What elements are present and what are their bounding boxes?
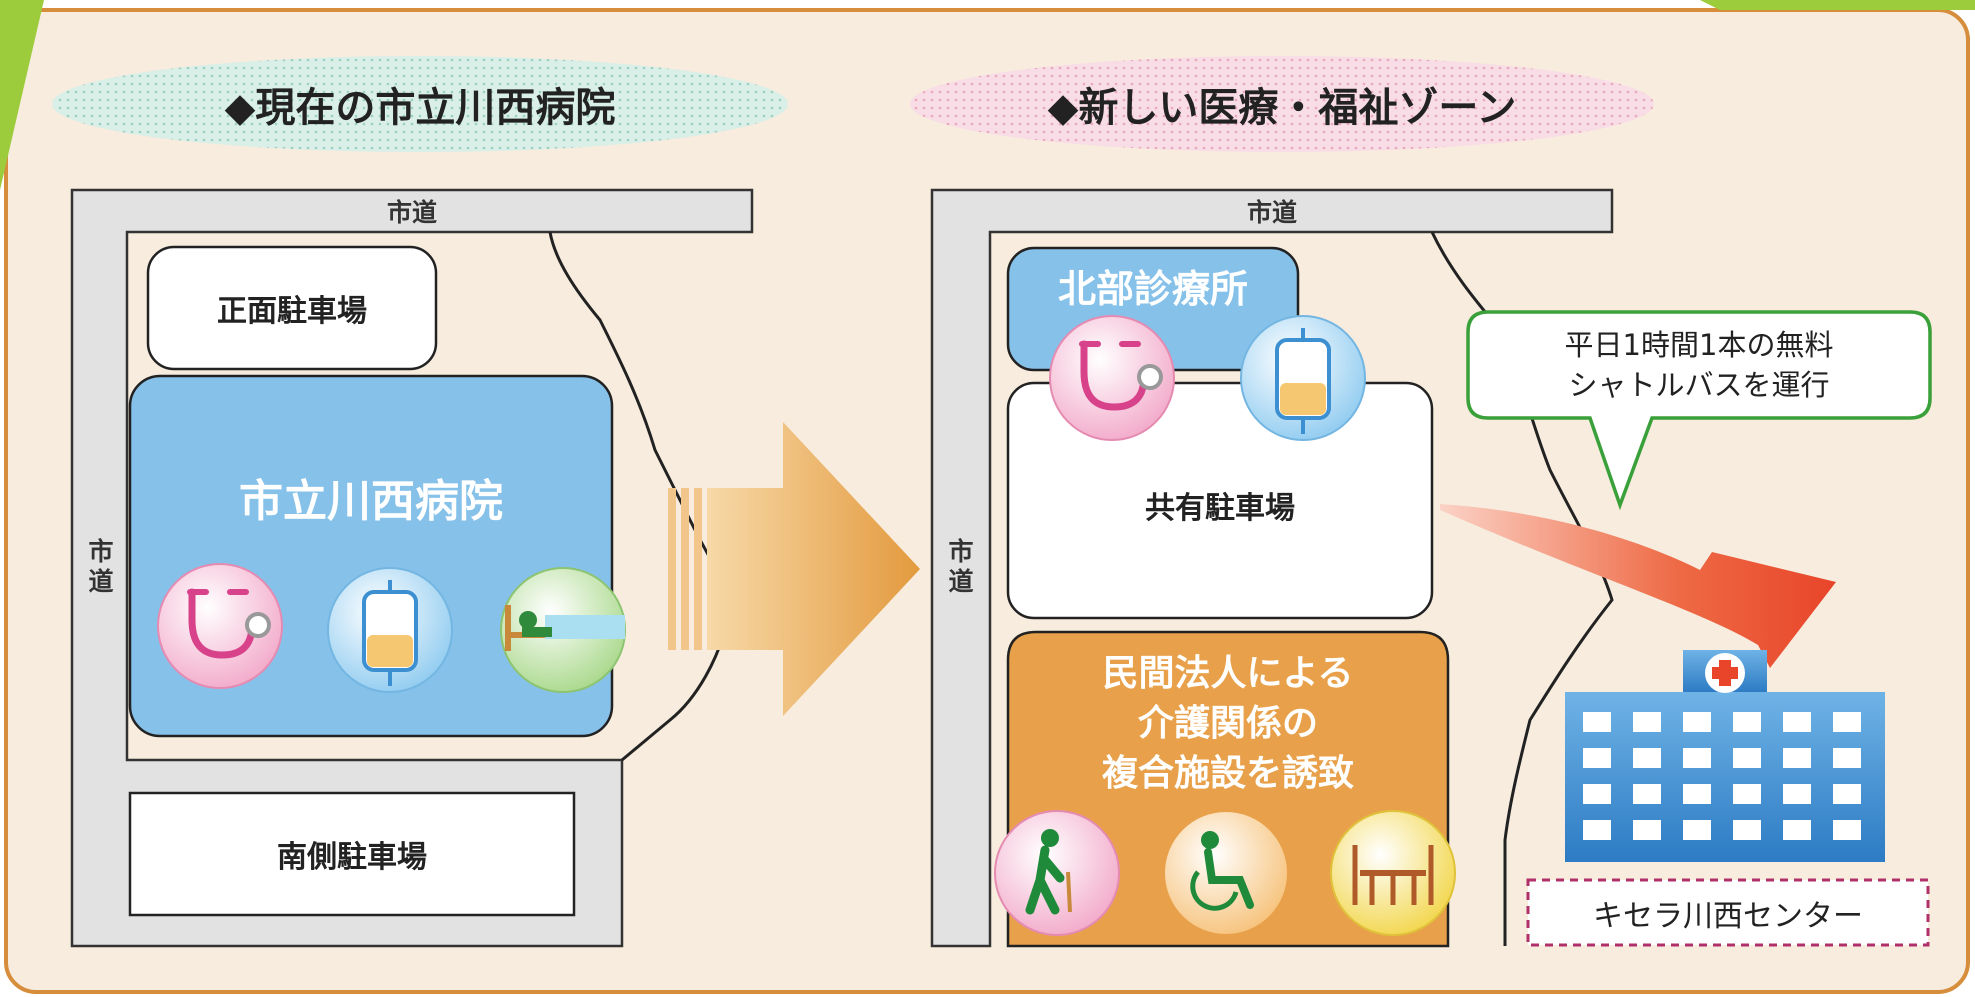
shared-parking-box [1006,381,1434,620]
stethoscope-icon [157,563,283,689]
wheelchair-icon [1163,810,1289,936]
right-road [930,188,1614,948]
left-road-top-label: 市道 [386,198,437,227]
left-panel-title: ◆現在の市立川西病院 [224,85,616,131]
clinic-label: 北部診療所 [1057,266,1248,311]
transition-arrow [668,422,920,716]
corner-accent-right [1700,0,1975,10]
right-title-badge [910,56,1654,152]
iv-drip-icon [327,567,453,693]
stethoscope-icon [1049,315,1175,441]
hospital-bed-icon [500,567,626,693]
destination-box [1526,878,1930,947]
shuttle-bus-note-line-1: 平日1時間1本の無料 [1564,328,1834,362]
shared-parking-label: 共有駐車場 [1145,491,1295,526]
welfare-facility-line-1: 民間法人による [1102,653,1354,694]
hospital-building-icon [1565,650,1885,862]
elderly-walker-icon [994,810,1120,936]
south-parking-label: 南側駐車場 [277,840,427,875]
destination-label: キセラ川西センター [1593,898,1863,934]
left-title-badge [52,56,788,152]
shuttle-route-arrow [1440,504,1836,668]
left-road-side-label: 市道 [88,537,114,596]
welfare-facility-line-2: 介護関係の [1137,703,1318,744]
hospital-label: 市立川西病院 [239,476,503,527]
dining-table-icon [1330,810,1456,936]
right-panel-title: ◆新しい医療・福祉ゾーン [1047,85,1517,131]
iv-drip-icon [1240,315,1366,441]
welfare-facility-line-3: 複合施設を誘致 [1101,753,1354,794]
south-parking-box [128,791,576,917]
front-parking-label: 正面駐車場 [217,294,367,329]
right-road-side-label: 市道 [948,537,974,596]
corner-accent-left [0,0,44,190]
shuttle-bus-callout-shape [1466,310,1932,511]
front-parking-box [146,245,438,371]
shuttle-bus-note-line-2: シャトルバスを運行 [1568,368,1830,402]
right-road-top-label: 市道 [1246,198,1297,227]
